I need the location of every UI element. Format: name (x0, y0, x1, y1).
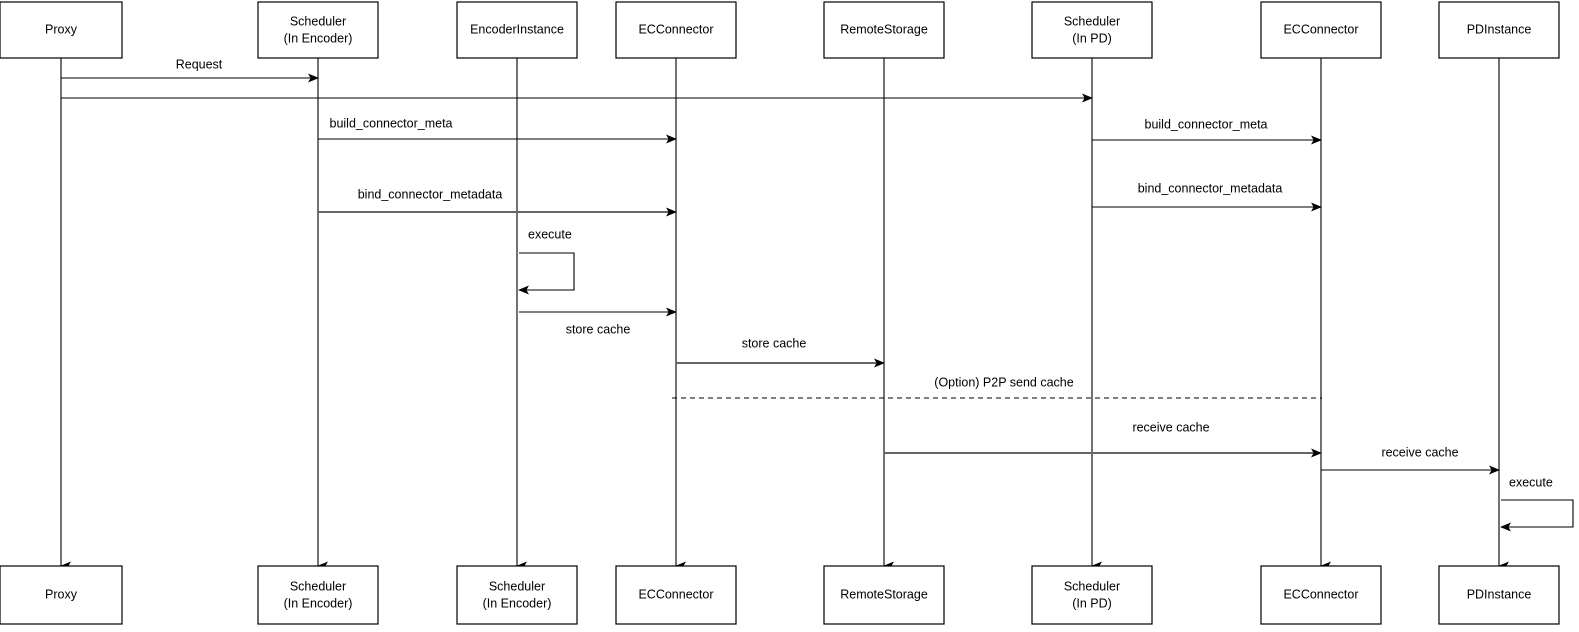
participant-footer-remote[interactable]: RemoteStorage (823, 565, 945, 625)
message-label: Request (176, 57, 223, 71)
message-m10[interactable]: receive cache (884, 420, 1322, 458)
self-messages-layer: execute execute (518, 227, 1574, 532)
participant-footer-pd_inst[interactable]: PDInstance (1438, 565, 1560, 625)
participant-header-pd_inst[interactable]: PDInstance (1438, 1, 1560, 59)
participant-label-line1: PDInstance (1467, 22, 1532, 36)
message-label: receive cache (1132, 420, 1209, 434)
participant-header-remote[interactable]: RemoteStorage (823, 1, 945, 59)
self-message-label: execute (1509, 475, 1553, 489)
participant-label-line2: (In Encoder) (284, 596, 353, 610)
participant-label-line1: EncoderInstance (470, 22, 564, 36)
messages-layer: Request build_connector_meta build_connect… (61, 57, 1500, 475)
participant-label-line1: Scheduler (489, 579, 545, 593)
participant-label-line1: Scheduler (1064, 579, 1120, 593)
message-m8[interactable]: store cache (676, 336, 885, 368)
participant-label-line1: RemoteStorage (840, 22, 928, 36)
participant-header-sched_pd[interactable]: Scheduler (In PD) (1031, 1, 1153, 59)
participant-label-line1: Scheduler (1064, 14, 1120, 28)
participant-header-ecconn_right[interactable]: ECConnector (1260, 1, 1382, 59)
participant-header-encoder_inst[interactable]: EncoderInstance (456, 1, 578, 59)
message-label: store cache (742, 336, 807, 350)
self-message-s1[interactable]: execute (518, 227, 575, 295)
participant-footer-boxes: Proxy Scheduler (In Encoder) Scheduler (In E… (0, 565, 1560, 625)
message-m5[interactable]: bind_connector_metadata (318, 187, 677, 217)
participant-header-proxy[interactable]: Proxy (0, 1, 123, 59)
message-label: (Option) P2P send cache (934, 375, 1073, 389)
participant-label-line2: (In Encoder) (483, 596, 552, 610)
participant-label-line1: ECConnector (1283, 22, 1358, 36)
message-m9[interactable]: (Option) P2P send cache (672, 375, 1322, 399)
participant-label-line1: ECConnector (638, 587, 713, 601)
message-label: store cache (566, 322, 631, 336)
participant-footer-encoder_inst[interactable]: Scheduler (In Encoder) (456, 565, 578, 625)
self-message-label: execute (528, 227, 572, 241)
message-label: bind_connector_metadata (358, 187, 503, 201)
participant-header-sched_enc[interactable]: Scheduler (In Encoder) (257, 1, 379, 59)
participant-header-boxes: Proxy Scheduler (In Encoder) EncoderInstanc… (0, 1, 1560, 59)
self-message-path (1500, 499, 1574, 532)
message-m3[interactable]: build_connector_meta (318, 116, 677, 144)
participant-footer-proxy[interactable]: Proxy (0, 565, 123, 625)
participant-label-line1: RemoteStorage (840, 587, 928, 601)
message-m7[interactable]: store cache (519, 307, 677, 336)
participant-label-line2: (In PD) (1072, 596, 1112, 610)
self-message-path (518, 252, 575, 295)
participant-label-line1: Proxy (45, 22, 78, 36)
participant-footer-sched_enc[interactable]: Scheduler (In Encoder) (257, 565, 379, 625)
message-label: build_connector_meta (1145, 117, 1268, 131)
participant-label-line1: Proxy (45, 587, 78, 601)
self-message-s2[interactable]: execute (1500, 475, 1574, 532)
participant-label-line2: (In PD) (1072, 31, 1112, 45)
participant-label-line1: PDInstance (1467, 587, 1532, 601)
participant-footer-ecconn_right[interactable]: ECConnector (1260, 565, 1382, 625)
participant-label-line1: ECConnector (1283, 587, 1358, 601)
participant-footer-sched_pd[interactable]: Scheduler (In PD) (1031, 565, 1153, 625)
message-m4[interactable]: build_connector_meta (1092, 117, 1322, 145)
message-m6[interactable]: bind_connector_metadata (1092, 181, 1322, 212)
lifelines-layer (60, 58, 1509, 571)
participant-footer-ecconn_left[interactable]: ECConnector (615, 565, 737, 625)
participant-header-ecconn_left[interactable]: ECConnector (615, 1, 737, 59)
message-m11[interactable]: receive cache (1321, 445, 1500, 475)
participant-label-line1: Scheduler (290, 14, 346, 28)
message-m1[interactable]: Request (61, 57, 319, 83)
message-label: receive cache (1381, 445, 1458, 459)
message-label: bind_connector_metadata (1138, 181, 1283, 195)
participant-label-line1: ECConnector (638, 22, 713, 36)
participant-label-line1: Scheduler (290, 579, 346, 593)
participant-label-line2: (In Encoder) (284, 31, 353, 45)
message-label: build_connector_meta (330, 116, 453, 130)
